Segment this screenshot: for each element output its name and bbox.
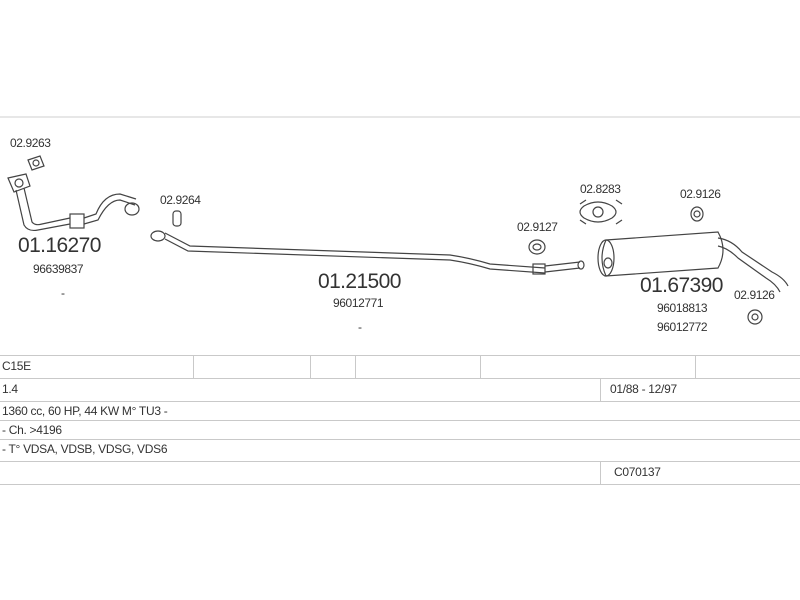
exhaust-diagram: [0, 116, 800, 325]
part-label-front-pipe: 01.16270: [18, 234, 101, 257]
part-label-clamp-3: 02.9126: [734, 288, 775, 302]
clamp-drawing-2: [690, 206, 704, 222]
table-divider-2: [310, 355, 311, 378]
vehicle-type: - T° VDSA, VDSB, VDSG, VDS6: [2, 442, 168, 456]
gasket-drawing-2: [172, 210, 182, 227]
table-line-7: [0, 484, 800, 485]
table-divider-7: [600, 461, 601, 484]
table-line-5: [0, 439, 800, 440]
dash-mark-2: -: [358, 320, 362, 334]
front-pipe-drawing: [7, 173, 140, 232]
dash-mark-1: -: [61, 286, 65, 300]
catalog-code: C070137: [614, 465, 661, 479]
table-line-1: [0, 355, 800, 356]
rear-silencer-drawing: [597, 231, 789, 293]
vehicle-years: 01/88 - 12/97: [610, 382, 677, 396]
part-label-rear-silencer: 01.67390: [640, 274, 723, 297]
part-label-clamp-1: 02.9127: [517, 220, 558, 234]
table-divider-1: [193, 355, 194, 378]
table-line-6: [0, 461, 800, 462]
part-label-rear-silencer-oe-2: 96012772: [657, 320, 708, 334]
vehicle-model: C15E: [2, 359, 31, 373]
vehicle-chassis: - Ch. >4196: [2, 423, 62, 437]
part-label-front-pipe-oe: 96639837: [33, 262, 84, 276]
table-line-3: [0, 401, 800, 402]
table-line-4: [0, 420, 800, 421]
table-divider-3: [355, 355, 356, 378]
table-divider-4: [480, 355, 481, 378]
vehicle-specs: 1360 cc, 60 HP, 44 KW M° TU3 -: [2, 404, 168, 418]
middle-pipe-drawing: [150, 230, 585, 275]
part-label-mount: 02.8283: [580, 182, 621, 196]
table-divider-5: [695, 355, 696, 378]
gasket-drawing-1: [27, 155, 45, 171]
part-label-clamp-2: 02.9126: [680, 187, 721, 201]
part-label-middle-pipe-oe: 96012771: [333, 296, 384, 310]
part-label-gasket-1: 02.9263: [10, 136, 51, 150]
part-label-middle-pipe: 01.21500: [318, 270, 401, 293]
part-label-gasket-2: 02.9264: [160, 193, 201, 207]
table-divider-6: [600, 378, 601, 401]
mount-drawing: [579, 199, 623, 225]
table-line-2: [0, 378, 800, 379]
vehicle-engine: 1.4: [2, 382, 18, 396]
clamp-drawing-3: [747, 309, 763, 325]
part-label-rear-silencer-oe-1: 96018813: [657, 301, 708, 315]
clamp-drawing-1: [528, 239, 546, 255]
